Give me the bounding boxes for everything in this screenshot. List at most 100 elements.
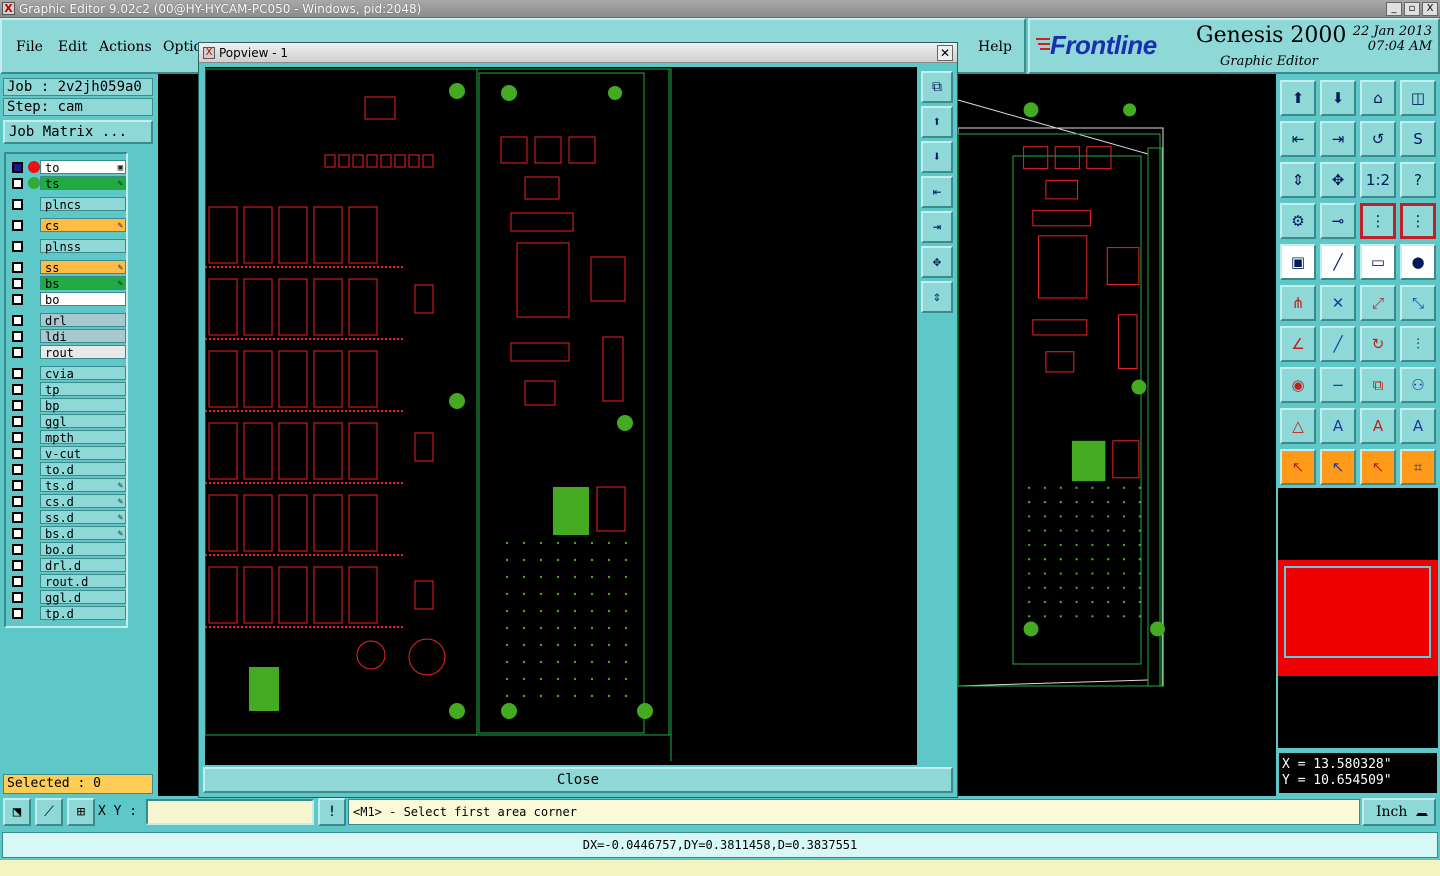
line-button[interactable]: ╱ [1320, 244, 1356, 280]
layer-name[interactable]: bo [40, 292, 126, 307]
drag-button[interactable]: ⤡ [1400, 285, 1436, 321]
menu-options[interactable]: Optio [163, 39, 202, 55]
layer-name[interactable]: bo.d [40, 542, 126, 557]
layer-name[interactable]: ggl.d [40, 590, 126, 605]
pv-pan-left-button[interactable]: ⇤ [921, 176, 953, 208]
maximize-button[interactable]: ▫ [1404, 1, 1420, 16]
close-window-button[interactable]: X [1422, 1, 1438, 16]
zoom-fit-button[interactable]: ⇕ [1280, 162, 1316, 198]
layer-name[interactable]: to.d [40, 462, 126, 477]
layer-row-ss[interactable]: ss✎ [8, 260, 126, 275]
pv-fit-vertical-button[interactable]: ⇕ [921, 281, 953, 313]
connect-button[interactable]: ⋔ [1280, 285, 1316, 321]
layer-checkbox[interactable] [12, 294, 23, 305]
layer-name[interactable]: tp [40, 382, 126, 397]
minus-button[interactable]: − [1320, 367, 1356, 403]
layer-name[interactable]: cs✎ [40, 218, 126, 233]
layer-checkbox[interactable] [12, 544, 23, 555]
layer-checkbox[interactable] [12, 278, 23, 289]
pv-pan-right-button[interactable]: ⇥ [921, 211, 953, 243]
minimap-viewport[interactable] [1284, 566, 1431, 658]
shape-button[interactable]: ◉ [1280, 367, 1316, 403]
layer-name[interactable]: ss✎ [40, 260, 126, 275]
layer-name[interactable]: ss.d✎ [40, 510, 126, 525]
layer-row-to.d[interactable]: to.d [8, 462, 126, 477]
minimap[interactable] [1278, 488, 1438, 748]
layer-row-bp[interactable]: bp [8, 398, 126, 413]
layer-name[interactable]: ggl [40, 414, 126, 429]
layer-row-rout.d[interactable]: rout.d [8, 574, 126, 589]
layer-checkbox[interactable] [12, 448, 23, 459]
filter-button[interactable]: ⚙ [1280, 203, 1316, 239]
layer-name[interactable]: ldi [40, 329, 126, 344]
select-button[interactable]: ▣ [1280, 244, 1316, 280]
layer-name[interactable]: plncs [40, 197, 126, 212]
layer-checkbox[interactable] [12, 199, 23, 210]
popview-close-button[interactable]: Close [203, 767, 953, 793]
popview-close-icon[interactable]: ✕ [937, 45, 953, 61]
layer-row-ggl.d[interactable]: ggl.d [8, 590, 126, 605]
pad-button[interactable]: ● [1400, 244, 1436, 280]
layer-checkbox[interactable] [12, 162, 23, 173]
angle-button[interactable]: ∠ [1280, 326, 1316, 362]
layer-checkbox[interactable] [12, 608, 23, 619]
layer-checkbox[interactable] [12, 480, 23, 491]
triangle-button[interactable]: A [1320, 408, 1356, 444]
pointer-edit-button[interactable]: ↖ [1360, 449, 1396, 485]
layer-row-ldi[interactable]: ldi [8, 329, 126, 344]
layer-checkbox[interactable] [12, 368, 23, 379]
layer-row-ts[interactable]: ts✎ [8, 176, 126, 191]
pan-left-button[interactable]: ⇤ [1280, 121, 1316, 157]
triangle-edit-button[interactable]: A [1400, 408, 1436, 444]
minimize-button[interactable]: _ [1386, 1, 1402, 16]
layer-name[interactable]: drl.d [40, 558, 126, 573]
layer-name[interactable]: drl [40, 313, 126, 328]
layer-checkbox[interactable] [12, 347, 23, 358]
layer-row-plncs[interactable]: plncs [8, 197, 126, 212]
layer-row-tp[interactable]: tp [8, 382, 126, 397]
mirror-button[interactable]: ⫶ [1400, 326, 1436, 362]
layer-row-bs[interactable]: bs✎ [8, 276, 126, 291]
layer-row-v-cut[interactable]: v-cut [8, 446, 126, 461]
layer-name[interactable]: ts✎ [40, 176, 126, 191]
layer-row-rout[interactable]: rout [8, 345, 126, 360]
layer-checkbox[interactable] [12, 560, 23, 571]
grid-button[interactable]: ⊞ [67, 798, 95, 826]
help-button[interactable]: ? [1400, 162, 1436, 198]
layer-name[interactable]: cvia [40, 366, 126, 381]
abort-button[interactable]: ! [318, 798, 346, 826]
layer-checkbox[interactable] [12, 178, 23, 189]
layer-name[interactable]: bp [40, 398, 126, 413]
layer-name[interactable]: tp.d [40, 606, 126, 621]
layer-name[interactable]: ts.d✎ [40, 478, 126, 493]
layer-checkbox[interactable] [12, 262, 23, 273]
pan-right-button[interactable]: ⇥ [1320, 121, 1356, 157]
layer-row-plnss[interactable]: plnss [8, 239, 126, 254]
layer-checkbox[interactable] [12, 496, 23, 507]
layer-checkbox[interactable] [12, 241, 23, 252]
split-view-button[interactable]: ◫ [1400, 80, 1436, 116]
layer-checkbox[interactable] [12, 220, 23, 231]
home-button[interactable]: ⌂ [1360, 80, 1396, 116]
layer-checkbox[interactable] [12, 315, 23, 326]
move-button[interactable]: ⤢ [1360, 285, 1396, 321]
menu-file[interactable]: File [16, 39, 43, 55]
frame-button[interactable]: ⧉ [1360, 367, 1396, 403]
units-select[interactable]: Inch [1362, 798, 1436, 826]
menu-help[interactable]: Help [978, 39, 1012, 55]
layer-row-bs.d[interactable]: bs.d✎ [8, 526, 126, 541]
layer-checkbox[interactable] [12, 592, 23, 603]
cross-button[interactable]: ✕ [1320, 285, 1356, 321]
layer-row-to[interactable]: to▣ [8, 160, 126, 175]
layer-checkbox[interactable] [12, 416, 23, 427]
layer-row-cs[interactable]: cs✎ [8, 218, 126, 233]
layer-name[interactable]: to▣ [40, 160, 126, 175]
layer-name[interactable]: bs✎ [40, 276, 126, 291]
rotate-button[interactable]: ↻ [1360, 326, 1396, 362]
xy-input[interactable] [146, 799, 314, 825]
layer-name[interactable]: plnss [40, 239, 126, 254]
array-button[interactable]: ⚇ [1400, 367, 1436, 403]
layer-checkbox[interactable] [12, 528, 23, 539]
snap-angle-button[interactable]: ⟋ [35, 798, 63, 826]
pv-zoom-home-button[interactable]: ⧉ [921, 71, 953, 103]
